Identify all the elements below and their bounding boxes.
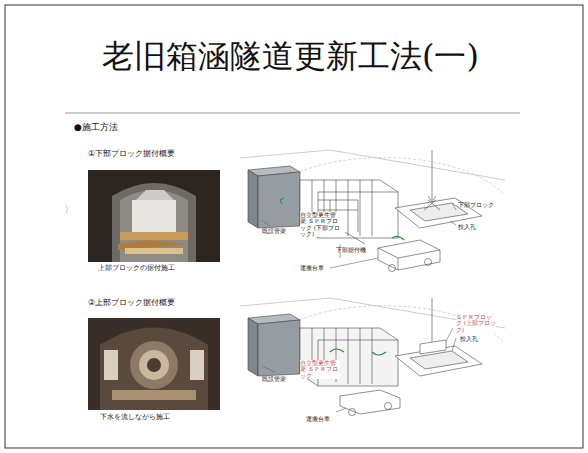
slide-title: 老旧箱涵隧道更新工法(一)	[102, 38, 479, 75]
part-label: 下部据付機	[336, 247, 366, 254]
photo	[88, 170, 220, 262]
part-label: 運搬台車	[306, 416, 330, 423]
tunnel-diagram	[240, 298, 505, 416]
subsection-heading: ①下部ブロック据付概要	[88, 149, 175, 158]
part-label: 既設管渠	[262, 376, 286, 383]
photo	[88, 318, 220, 410]
part-label: 下部ブロック	[458, 202, 494, 209]
subsection-heading: ②上部ブロック据付概要	[88, 298, 175, 307]
section-heading: ●施工方法	[74, 122, 118, 132]
photo-caption: 下水を流しながら施工	[100, 414, 170, 421]
part-label: 運搬台車	[300, 265, 324, 272]
part-label: 自立型更生管渠 ＳＰＲブロック (下部ブロック)	[300, 212, 340, 237]
part-label: 既設管渠	[262, 228, 286, 235]
part-label: ＳＰＲブロック (上部ブロック)	[456, 314, 496, 333]
part-label: 投入孔	[460, 336, 478, 343]
photo-caption: 上部ブロックの据付施工	[98, 265, 175, 272]
part-label: 自立型更生管渠 ＳＰＲブロック	[300, 360, 340, 379]
tunnel-diagram	[240, 150, 505, 272]
part-label: 投入孔	[458, 224, 476, 231]
